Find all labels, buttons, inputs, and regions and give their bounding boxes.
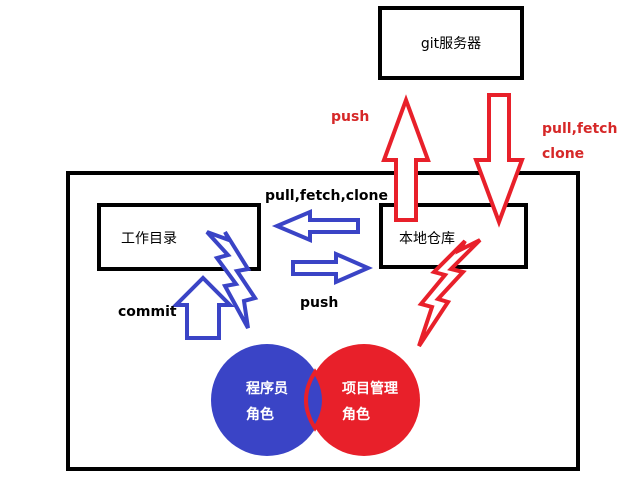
work-dir-label: 工作目录 — [121, 231, 177, 247]
commit-label: commit — [118, 304, 177, 320]
pull-fetch-clone-label: pull,fetch,clone — [265, 188, 388, 204]
pm-role-line2: 角色 — [342, 406, 370, 423]
local-environment-frame — [66, 171, 580, 471]
clone-server-label: clone — [542, 146, 584, 162]
programmer-role-line1: 程序员 — [246, 380, 288, 397]
outline-right-arrow-icon — [291, 250, 373, 286]
programmer-role-line2: 角色 — [246, 406, 274, 423]
outline-up-arrow-icon — [381, 94, 431, 222]
outline-up-arrow-icon — [171, 275, 235, 340]
git-server-label: git服务器 — [421, 36, 481, 52]
lightning-bolt-icon — [417, 238, 482, 348]
outline-left-arrow-icon — [271, 208, 360, 244]
outline-down-arrow-icon — [473, 93, 525, 228]
pm-role-line1: 项目管理 — [342, 380, 398, 397]
pull-fetch-server-label: pull,fetch — [542, 121, 617, 137]
overlap-outline — [304, 368, 326, 432]
push-local-label: push — [300, 295, 338, 311]
git-server-node: git服务器 — [378, 6, 524, 80]
project-manager-role-circle — [308, 344, 420, 456]
local-repo-label: 本地仓库 — [399, 231, 455, 247]
lightning-bolt-icon — [205, 230, 259, 329]
programmer-role-circle — [211, 344, 323, 456]
push-server-label: push — [331, 109, 369, 125]
